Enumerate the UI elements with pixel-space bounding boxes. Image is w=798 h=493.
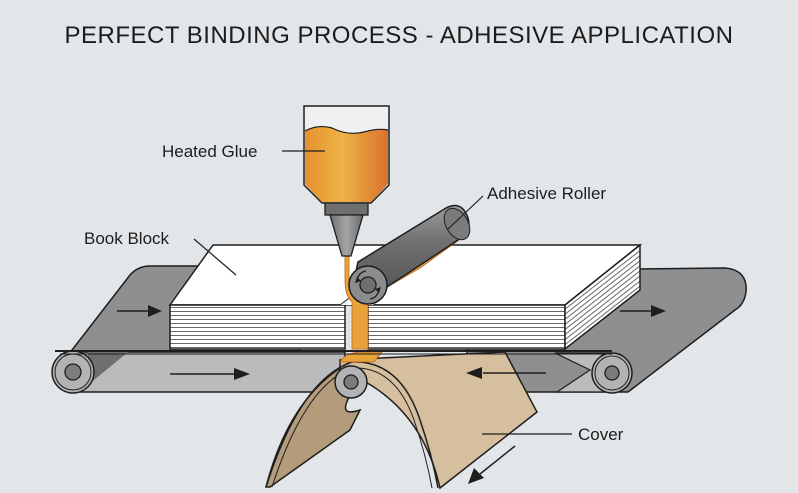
nozzle-tip xyxy=(329,214,364,257)
book-block xyxy=(168,243,643,351)
adhesive-roller-label: Adhesive Roller xyxy=(487,184,606,203)
book-pages-side xyxy=(564,243,641,351)
arrow-left-icon xyxy=(466,367,546,379)
arrow-right-icon xyxy=(620,305,666,317)
roller-axle xyxy=(359,276,377,294)
arrow-right-icon xyxy=(117,305,162,317)
glue-reservoir xyxy=(303,105,390,257)
nozzle-collar xyxy=(324,202,369,216)
label-book-block: Book Block xyxy=(84,229,237,276)
label-heated-glue: Heated Glue xyxy=(162,142,325,161)
adhesive-roller xyxy=(348,204,471,305)
arrow-right-icon xyxy=(170,368,250,380)
right-drum-axle xyxy=(604,365,620,381)
heated-glue-label: Heated Glue xyxy=(162,142,257,161)
arrow-down-left-icon xyxy=(468,445,516,484)
direction-arrows xyxy=(117,305,666,484)
book-block-label: Book Block xyxy=(84,229,170,248)
heated-glue-fill xyxy=(305,126,388,202)
left-drum-axle xyxy=(64,363,82,381)
cover-label: Cover xyxy=(578,425,624,444)
book-pages-right xyxy=(367,304,566,350)
label-adhesive-roller: Adhesive Roller xyxy=(446,184,606,231)
diagram-title: PERFECT BINDING PROCESS - ADHESIVE APPLI… xyxy=(64,22,734,49)
label-cover: Cover xyxy=(482,425,624,444)
book-pages-left xyxy=(169,304,346,350)
cover-roller-axle xyxy=(343,374,359,390)
